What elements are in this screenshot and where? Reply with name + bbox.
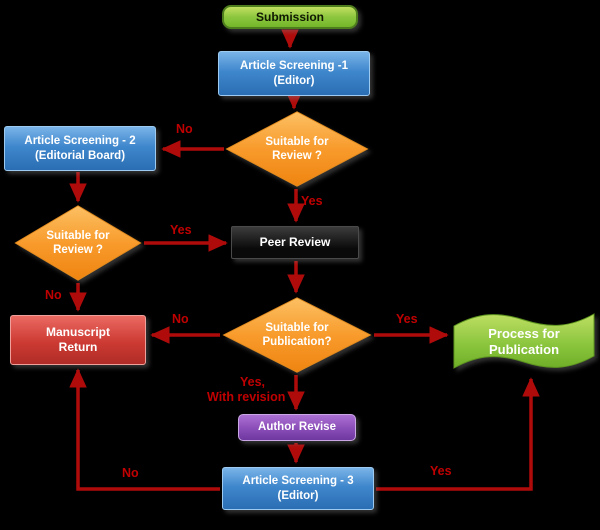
- edge-label-d3-yes: Yes: [396, 312, 418, 326]
- node-submission-label: Submission: [255, 9, 324, 24]
- node-suitable-for-review-2[interactable]: Suitable for Review ?: [14, 205, 142, 281]
- node-article-screening-2-line1: Article Screening - 2: [24, 135, 136, 148]
- node-author-revise-label: Author Revise: [258, 421, 336, 434]
- node-suitable-for-review-1-line1: Suitable for: [265, 135, 329, 148]
- edge-label-s3-yes: Yes: [430, 464, 452, 478]
- arrow-screening3-no-to-manuscript-return: [69, 368, 220, 491]
- node-article-screening-1[interactable]: Article Screening -1 (Editor): [218, 51, 370, 96]
- edge-label-d3-revision-line2: With revision: [207, 390, 286, 404]
- edge-label-d2-no: No: [45, 288, 62, 302]
- edge-label-d3-revision-line1: Yes,: [240, 375, 266, 389]
- node-suitable-for-publication[interactable]: Suitable for Publication?: [222, 297, 372, 373]
- node-article-screening-1-line2: (Editor): [273, 74, 315, 87]
- node-article-screening-3-line2: (Editor): [277, 489, 319, 502]
- node-article-screening-3-line1: Article Screening - 3: [242, 475, 354, 488]
- wave-shape-icon: [453, 313, 595, 369]
- node-author-revise[interactable]: Author Revise: [238, 414, 356, 441]
- edge-label-s3-no: No: [122, 466, 139, 480]
- diamond-shape-icon: [222, 297, 372, 373]
- node-process-for-publication-line2: Publication: [488, 342, 560, 357]
- node-peer-review-label: Peer Review: [259, 235, 331, 249]
- node-manuscript-return[interactable]: Manuscript Return: [10, 315, 146, 365]
- node-suitable-for-review-1[interactable]: Suitable for Review ?: [225, 111, 369, 187]
- node-process-for-publication-line1: Process for: [488, 325, 560, 341]
- node-article-screening-2[interactable]: Article Screening - 2 (Editorial Board): [4, 126, 156, 171]
- arrow-screening3-yes-to-process: [376, 377, 540, 491]
- edge-label-d2-yes: Yes: [170, 223, 192, 237]
- node-article-screening-1-line1: Article Screening -1: [239, 60, 348, 73]
- node-peer-review[interactable]: Peer Review: [231, 226, 359, 259]
- node-manuscript-return-line2: Return: [58, 340, 98, 354]
- node-process-for-publication[interactable]: Process for Publication: [453, 310, 595, 374]
- node-suitable-for-review-2-line1: Suitable for: [46, 229, 110, 242]
- node-article-screening-3[interactable]: Article Screening - 3 (Editor): [222, 467, 374, 510]
- node-manuscript-return-line1: Manuscript: [45, 325, 110, 339]
- node-suitable-for-review-2-line2: Review ?: [53, 244, 103, 256]
- diamond-shape-icon: [225, 111, 369, 187]
- diamond-shape-icon: [14, 205, 142, 281]
- edge-label-d1-yes: Yes: [301, 194, 323, 208]
- node-article-screening-2-line2: (Editorial Board): [34, 149, 126, 162]
- node-suitable-for-review-1-line2: Review ?: [272, 150, 322, 162]
- node-suitable-for-publication-line2: Publication?: [262, 336, 332, 348]
- edge-label-d3-no: No: [172, 312, 189, 326]
- node-submission[interactable]: Submission: [222, 5, 358, 29]
- node-suitable-for-publication-line1: Suitable for: [265, 321, 329, 334]
- edge-label-d1-no: No: [176, 122, 193, 136]
